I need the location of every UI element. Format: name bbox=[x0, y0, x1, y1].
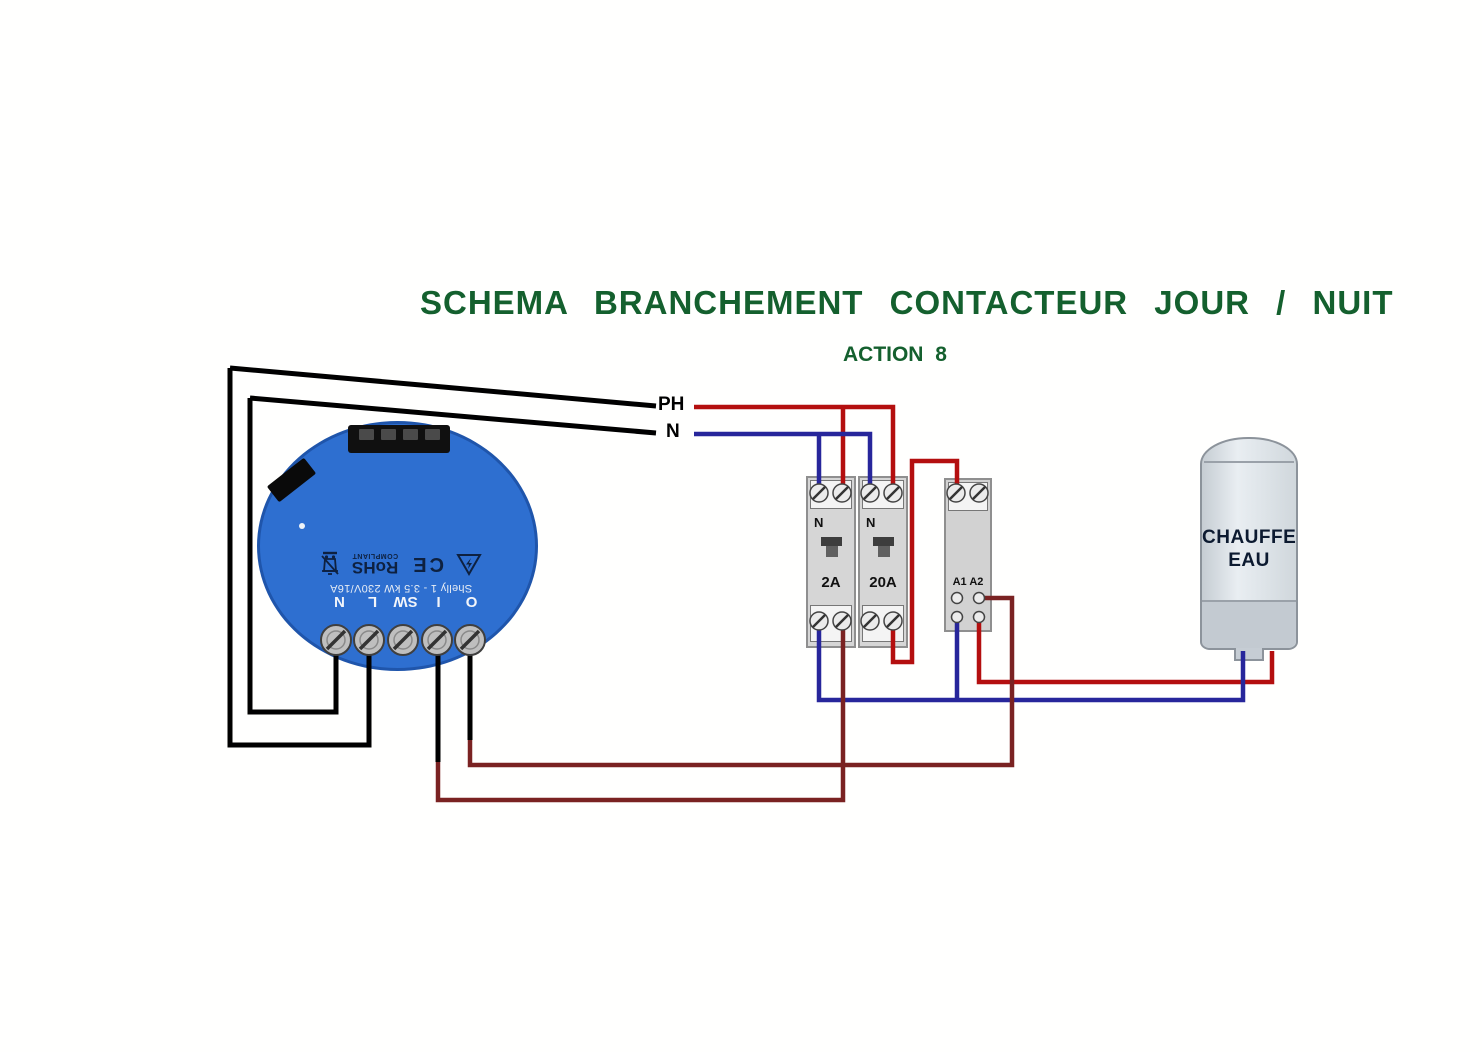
contactor-coil-label: A1 A2 bbox=[952, 576, 984, 588]
diagram-title: SCHEMA BRANCHEMENT CONTACTEUR JOUR / NUI… bbox=[420, 284, 1394, 321]
breaker-20a-switch-handle bbox=[878, 546, 890, 557]
terminal-label-o: O bbox=[465, 593, 478, 610]
breaker-2a-rating: 2A bbox=[821, 574, 841, 591]
shelly-terminal-labels: O I SW L N bbox=[323, 593, 488, 610]
shelly-pin-header bbox=[348, 425, 450, 453]
breaker-2a-bottom-terminals bbox=[810, 605, 852, 642]
header-pin bbox=[424, 429, 440, 440]
neutral-feed-wire bbox=[249, 395, 657, 436]
rohs-label: RoHS COMPLIANT bbox=[351, 552, 399, 577]
ce-mark: CE bbox=[410, 553, 445, 576]
breaker-20a-neutral-label: N bbox=[866, 515, 876, 530]
terminal-label-sw: SW bbox=[393, 593, 418, 610]
diagram-subtitle: ACTION 8 bbox=[842, 343, 947, 366]
breaker-20a-rating: 20A bbox=[869, 574, 897, 591]
water-heater: CHAUFFE EAU bbox=[1200, 437, 1298, 661]
contactor-top-terminals bbox=[948, 482, 988, 511]
breaker-2a-switch bbox=[821, 537, 842, 546]
shelly-markings: Shelly 1 - 3.5 kW 230V/16A CE RoHS COMPL… bbox=[305, 530, 497, 594]
weee-bin-icon bbox=[321, 551, 339, 575]
breaker-20a-top-terminals bbox=[862, 480, 904, 509]
breaker-20a: N 20A bbox=[858, 476, 908, 648]
shelly-o-to-coil-wire bbox=[467, 595, 1015, 768]
breaker-2a-neutral-label: N bbox=[814, 515, 824, 530]
shelly-led bbox=[299, 523, 305, 529]
lightning-triangle-icon bbox=[456, 554, 482, 576]
phase-wire-label: PH bbox=[658, 394, 685, 415]
breaker-2a: N 2A bbox=[806, 476, 856, 648]
brown-wires bbox=[435, 595, 1015, 803]
breaker-2a-switch-handle bbox=[826, 546, 838, 557]
shelly-certification-row: CE RoHS COMPLIANT bbox=[320, 551, 482, 577]
water-heater-seam bbox=[1204, 461, 1294, 463]
water-heater-label: CHAUFFE EAU bbox=[1202, 527, 1297, 571]
neutral-wire-label: N bbox=[666, 421, 680, 442]
shelly-side-connector bbox=[266, 457, 317, 503]
terminal-label-n: N bbox=[334, 593, 345, 610]
breaker-20a-bottom-terminals bbox=[862, 605, 904, 642]
breaker-2a-top-terminals bbox=[810, 480, 852, 509]
terminal-label-i: I bbox=[436, 593, 441, 610]
water-heater-base bbox=[1202, 600, 1296, 648]
contactor: A1 A2 bbox=[944, 478, 992, 632]
terminal-label-l: L bbox=[367, 593, 378, 610]
breaker-20a-switch bbox=[873, 537, 894, 546]
header-pin bbox=[380, 429, 396, 440]
breaker-to-shelly-i-wire bbox=[435, 621, 846, 803]
water-heater-stub bbox=[1234, 648, 1264, 661]
header-pin bbox=[402, 429, 418, 440]
shelly-relay-module: Shelly 1 - 3.5 kW 230V/16A CE RoHS COMPL… bbox=[257, 421, 538, 671]
phase-feed-wire bbox=[229, 365, 657, 409]
header-pin bbox=[358, 429, 374, 440]
